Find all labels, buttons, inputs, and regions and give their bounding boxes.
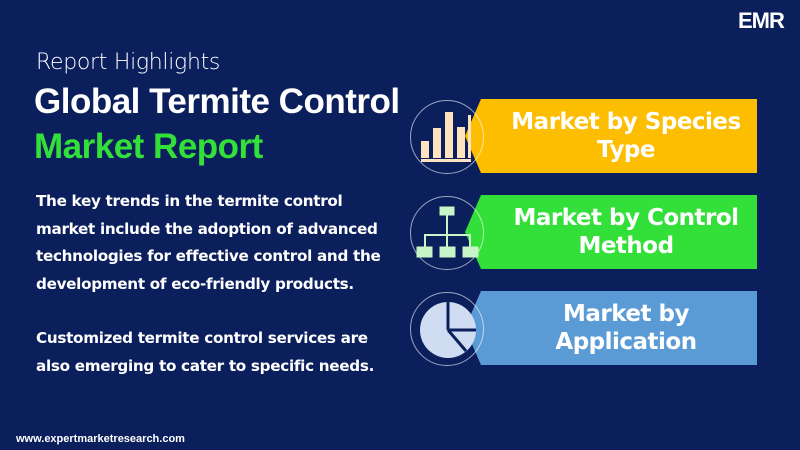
segment-species-type[interactable]: Market by Species Type [465, 99, 757, 173]
website-link[interactable]: www.expertmarketresearch.com [16, 433, 185, 445]
emr-logo: EMR [738, 8, 785, 33]
segment-control-method[interactable]: Market by Control Method [465, 195, 757, 269]
trend-paragraph: The key trends in the termite control ma… [36, 192, 381, 293]
report-title-highlight: Market Report [34, 127, 263, 166]
services-paragraph: Customized termite control services are … [36, 329, 375, 375]
report-title: Global Termite Control [34, 82, 400, 121]
bar-chart-icon [410, 100, 484, 174]
segment-application[interactable]: Market by Application [465, 291, 757, 365]
pie-chart-icon [410, 292, 484, 366]
report-subtitle: Report Highlights [36, 50, 221, 75]
hierarchy-icon [410, 196, 484, 270]
